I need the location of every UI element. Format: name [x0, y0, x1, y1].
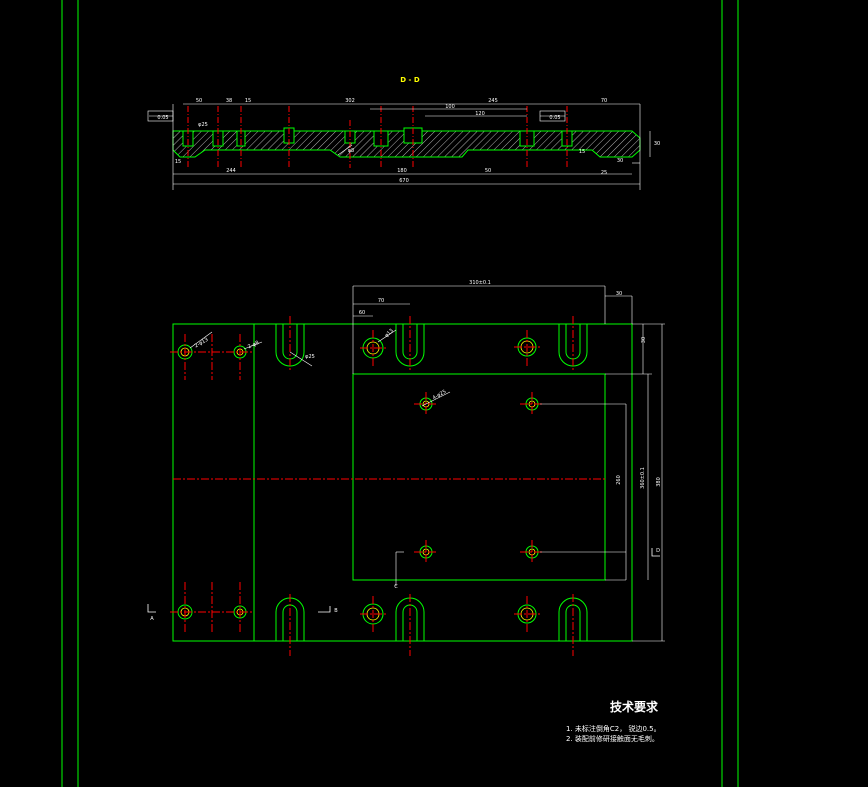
callout-2: 0.05 [549, 115, 560, 121]
dim-top-1: 50 [196, 98, 202, 104]
tech-requirement-item: 1. 未标注倒角C2， 锐边0.5。 [566, 725, 661, 733]
dim-bottom-3: 50 [485, 168, 491, 174]
dim-side-3: 30 [654, 141, 660, 147]
marker-a: A [150, 616, 154, 622]
plan-callout-5: 4-φ25 [432, 389, 448, 402]
plan-dim-right-1: 30 [641, 337, 647, 343]
dim-top-5: 245 [488, 98, 498, 104]
section-view: 50 38 15 302 245 70 100 120 0.05 0.05 φ2… [147, 98, 660, 190]
dim-inner-2: 120 [475, 111, 485, 117]
dim-side-1: 15 [175, 159, 181, 165]
leader-line [337, 144, 353, 156]
plan-dim-right-2: 260 [616, 475, 622, 485]
dim-side-2: 15 [579, 149, 585, 155]
dim-bottom-5: 25 [601, 170, 607, 176]
hole-highlights [180, 340, 536, 621]
plan-dimension-text: 310±0.1 70 60 30 2-φ13 2-φ8 φ25 φ13 4-φ2… [150, 280, 662, 622]
dim-bottom-6: 670 [399, 178, 409, 184]
tech-requirements-title: 技术要求 [610, 700, 659, 714]
section-dimension-lines [149, 103, 651, 190]
plan-callout-3: φ25 [305, 354, 315, 360]
plan-callout-2: 2-φ8 [247, 340, 260, 350]
plan-dimension-lines [189, 285, 665, 642]
plan-dim-4: 30 [616, 291, 622, 297]
tolerance-frame-left [147, 110, 174, 122]
dim-top-6: 70 [601, 98, 607, 104]
plan-dim-right-3: 360±0.1 [640, 467, 646, 489]
drawing-frame [61, 0, 739, 787]
marker-c: C [394, 584, 398, 590]
plan-outline [172, 323, 633, 642]
dim-bottom-4: 30 [617, 158, 623, 164]
dim-top-2: 38 [226, 98, 232, 104]
plan-dim-2: 70 [378, 298, 384, 304]
plan-centerlines [170, 316, 605, 656]
plan-dim-1: 310±0.1 [469, 280, 491, 286]
callout-1: 0.05 [157, 115, 168, 121]
tech-requirement-item: 2. 装配前修研接触面无毛刺。 [566, 735, 659, 743]
callout-4: φ8 [348, 148, 354, 154]
marker-d: D [656, 548, 660, 554]
dim-inner-1: 100 [445, 104, 455, 110]
plan-dim-right-4: 380 [656, 477, 662, 487]
plan-view: 310±0.1 70 60 30 2-φ13 2-φ8 φ25 φ13 4-φ2… [147, 280, 665, 656]
dim-bottom-2: 180 [397, 168, 407, 174]
callout-3: φ25 [198, 122, 208, 128]
section-label: D - D [400, 76, 420, 84]
plan-dim-3: 60 [359, 310, 365, 316]
dim-top-3: 15 [245, 98, 251, 104]
section-markers [147, 548, 660, 613]
dim-top-4: 302 [345, 98, 355, 104]
section-centerlines [187, 106, 568, 168]
marker-b: B [334, 608, 338, 614]
plan-callout-1: 2-φ13 [194, 337, 210, 350]
dim-bottom-1: 244 [226, 168, 236, 174]
plan-callout-4: φ13 [384, 328, 395, 339]
section-dimension-text: 50 38 15 302 245 70 100 120 0.05 0.05 φ2… [157, 98, 660, 184]
tolerance-frame-right [539, 110, 566, 122]
